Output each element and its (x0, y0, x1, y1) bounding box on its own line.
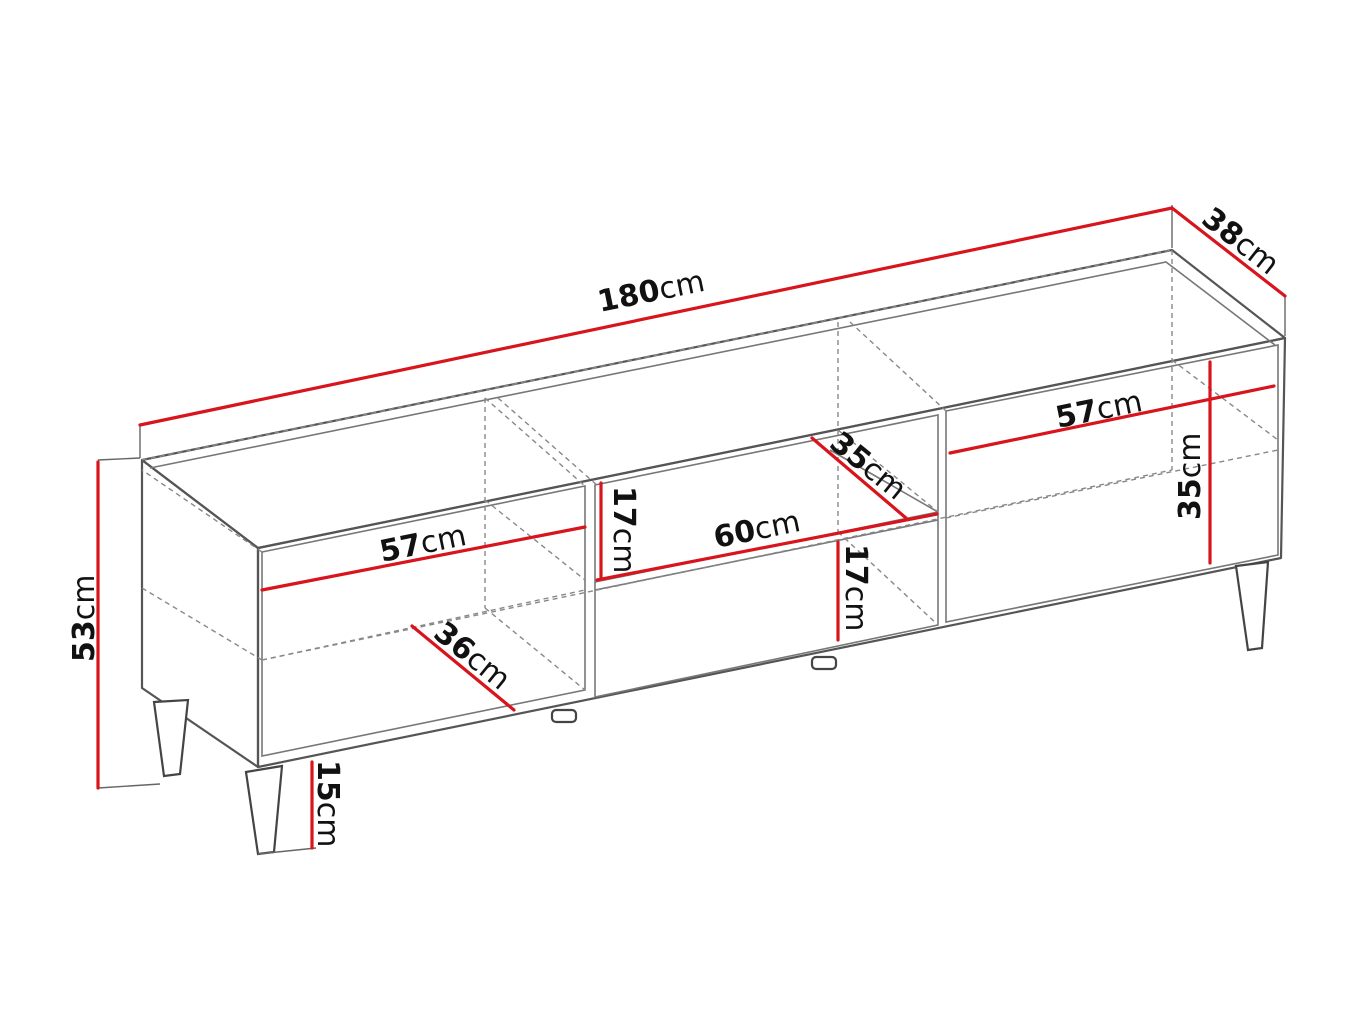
leg-front-left (244, 764, 284, 856)
label-middle-lower-height-unit: cm (838, 586, 873, 632)
label-right-width: 57cm (1053, 384, 1146, 436)
label-left-width-value: 57 (377, 527, 425, 570)
label-middle-upper-height: 17cm (606, 486, 641, 573)
label-total-width: 180cm (595, 264, 708, 320)
label-leg-height: 15cm (310, 760, 345, 847)
label-total-width-unit: cm (656, 264, 708, 307)
label-middle-depth: 35cm (823, 425, 913, 507)
dimension-labels: 180cm 38cm 53cm 15cm 57cm 36cm 60cm 17cm… (67, 201, 1286, 848)
label-total-width-value: 180 (595, 273, 663, 320)
label-right-width-unit: cm (1094, 384, 1146, 427)
cabinet-body (140, 248, 1287, 769)
label-total-height-value: 53 (67, 620, 102, 662)
label-middle-upper-height-unit: cm (606, 528, 641, 574)
leg-middle-front (550, 708, 578, 724)
dim-line-total-width (138, 206, 1174, 427)
dim-line-left-width (260, 525, 587, 592)
label-right-height-unit: cm (1173, 433, 1208, 479)
label-right-width-value: 57 (1053, 393, 1101, 436)
right-compartment-frame (945, 344, 1279, 623)
dim-line-left-depth (410, 624, 516, 712)
dim-line-middle-depth (810, 436, 908, 520)
leg-back-left (152, 698, 190, 778)
leg-middle-back (810, 655, 838, 671)
label-depth: 38cm (1195, 201, 1285, 282)
legs (152, 560, 1270, 856)
label-middle-upper-height-value: 17 (606, 486, 641, 528)
label-left-width-unit: cm (418, 518, 470, 561)
label-total-height-unit: cm (67, 575, 102, 621)
dim-line-right-width (948, 384, 1276, 455)
dim-line-middle-width (595, 512, 939, 582)
label-middle-lower-height-value: 17 (838, 544, 873, 586)
dim-line-depth (1170, 206, 1287, 298)
middle-compartment-frame (594, 414, 939, 698)
label-middle-width-value: 60 (711, 513, 759, 556)
label-right-height-value: 35 (1173, 478, 1208, 520)
label-middle-lower-height: 17cm (838, 544, 873, 631)
label-left-depth: 36cm (427, 615, 517, 697)
label-leg-height-unit: cm (310, 802, 345, 848)
leg-front-right (1234, 560, 1270, 652)
dimension-lines (96, 206, 1287, 850)
label-right-height: 35cm (1173, 433, 1208, 520)
label-total-height: 53cm (67, 575, 102, 662)
cabinet-left-side (140, 458, 260, 769)
label-leg-height-value: 15 (310, 760, 345, 802)
extension-lines (97, 205, 1286, 855)
label-left-width: 57cm (377, 518, 470, 570)
